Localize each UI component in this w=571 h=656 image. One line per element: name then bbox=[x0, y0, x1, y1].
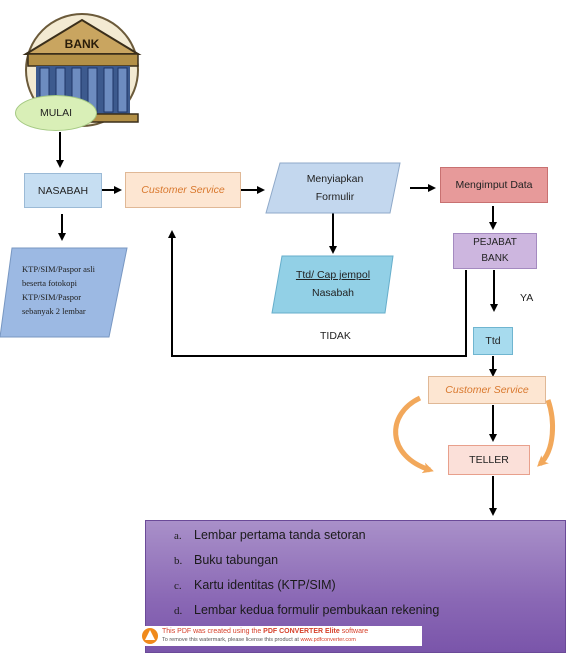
cs-bottom-label: Customer Service bbox=[445, 384, 529, 396]
node-documents: KTP/SIM/Paspor asli beserta fotokopi KTP… bbox=[22, 262, 114, 318]
curved-arrow-right bbox=[537, 399, 555, 467]
collect-label: Mengimput Data bbox=[455, 179, 533, 191]
watermark-line1-c: software bbox=[339, 628, 369, 635]
ttd-label: Ttd bbox=[485, 335, 501, 347]
node-bank-official: PEJABAT BANK bbox=[453, 233, 537, 269]
output-text-a: Lembar pertama tanda setoran bbox=[194, 528, 366, 542]
arrow-no-loop-back bbox=[168, 230, 467, 357]
docs-line-2: beserta fotokopi bbox=[22, 278, 77, 288]
output-item-b: b. Buku tabungan bbox=[174, 553, 278, 567]
nasabah-label: NASABAH bbox=[37, 184, 89, 197]
sign-line-2: Nasabah bbox=[311, 287, 355, 299]
output-marker-d: d. bbox=[174, 605, 183, 617]
curved-arrow-left bbox=[393, 395, 434, 474]
node-collect-data: Mengimput Data bbox=[440, 167, 548, 203]
watermark-line2-a: To remove this watermark, please license… bbox=[162, 637, 301, 643]
docs-line-1: KTP/SIM/Paspor asli bbox=[22, 264, 95, 274]
sign-line-1: Ttd/ Cap jempol bbox=[295, 269, 371, 281]
official-line-1: PEJABAT bbox=[473, 237, 517, 248]
bank-logo-text: BANK bbox=[65, 37, 100, 51]
start-node: MULAI bbox=[15, 95, 97, 131]
prepare-line-1: Menyiapkan bbox=[306, 173, 364, 185]
node-customer-service-bottom: Customer Service bbox=[428, 376, 546, 404]
watermark-line2-b: www.pdfconverter.com bbox=[300, 637, 356, 643]
label-yes: YA bbox=[520, 292, 534, 304]
output-item-d: d. Lembar kedua formulir pembukaan rekeni… bbox=[174, 603, 439, 617]
output-marker-b: b. bbox=[174, 555, 183, 567]
node-ttd: Ttd bbox=[473, 327, 513, 355]
output-marker-c: c. bbox=[174, 580, 182, 592]
watermark-line-2: To remove this watermark, please license… bbox=[162, 637, 356, 643]
pdf-converter-logo-icon bbox=[142, 628, 158, 644]
output-item-a: a. Lembar pertama tanda setoran bbox=[174, 528, 366, 542]
pdf-watermark: This PDF was created using the PDF CONVE… bbox=[140, 626, 422, 646]
start-label: MULAI bbox=[39, 107, 73, 119]
node-signature: Ttd/ Cap jempol Nasabah bbox=[280, 262, 386, 306]
docs-line-3: KTP/SIM/Paspor bbox=[22, 292, 82, 302]
output-marker-a: a. bbox=[174, 530, 182, 542]
node-teller: TELLER bbox=[448, 445, 530, 475]
label-no: TIDAK bbox=[320, 330, 351, 342]
cs-top-label: Customer Service bbox=[141, 184, 225, 196]
node-prepare-form: Menyiapkan Formulir bbox=[276, 166, 394, 210]
docs-line-4: sebanyak 2 lembar bbox=[22, 306, 86, 316]
teller-label: TELLER bbox=[469, 454, 509, 466]
output-text-b: Buku tabungan bbox=[194, 553, 279, 567]
output-text-d: Lembar kedua formulir pembukaan rekening bbox=[194, 603, 440, 617]
watermark-line1-b: PDF CONVERTER Elite bbox=[263, 628, 340, 635]
watermark-line-1: This PDF was created using the PDF CONVE… bbox=[162, 628, 368, 635]
node-customer-service-top: Customer Service bbox=[125, 172, 241, 208]
watermark-line1-a: This PDF was created using the bbox=[162, 628, 264, 635]
official-line-2: BANK bbox=[481, 253, 509, 264]
prepare-line-2: Formulir bbox=[315, 191, 355, 203]
node-nasabah: NASABAH bbox=[24, 173, 102, 208]
output-text-c: Kartu identitas (KTP/SIM) bbox=[194, 578, 336, 592]
output-item-c: c. Kartu identitas (KTP/SIM) bbox=[174, 578, 336, 592]
